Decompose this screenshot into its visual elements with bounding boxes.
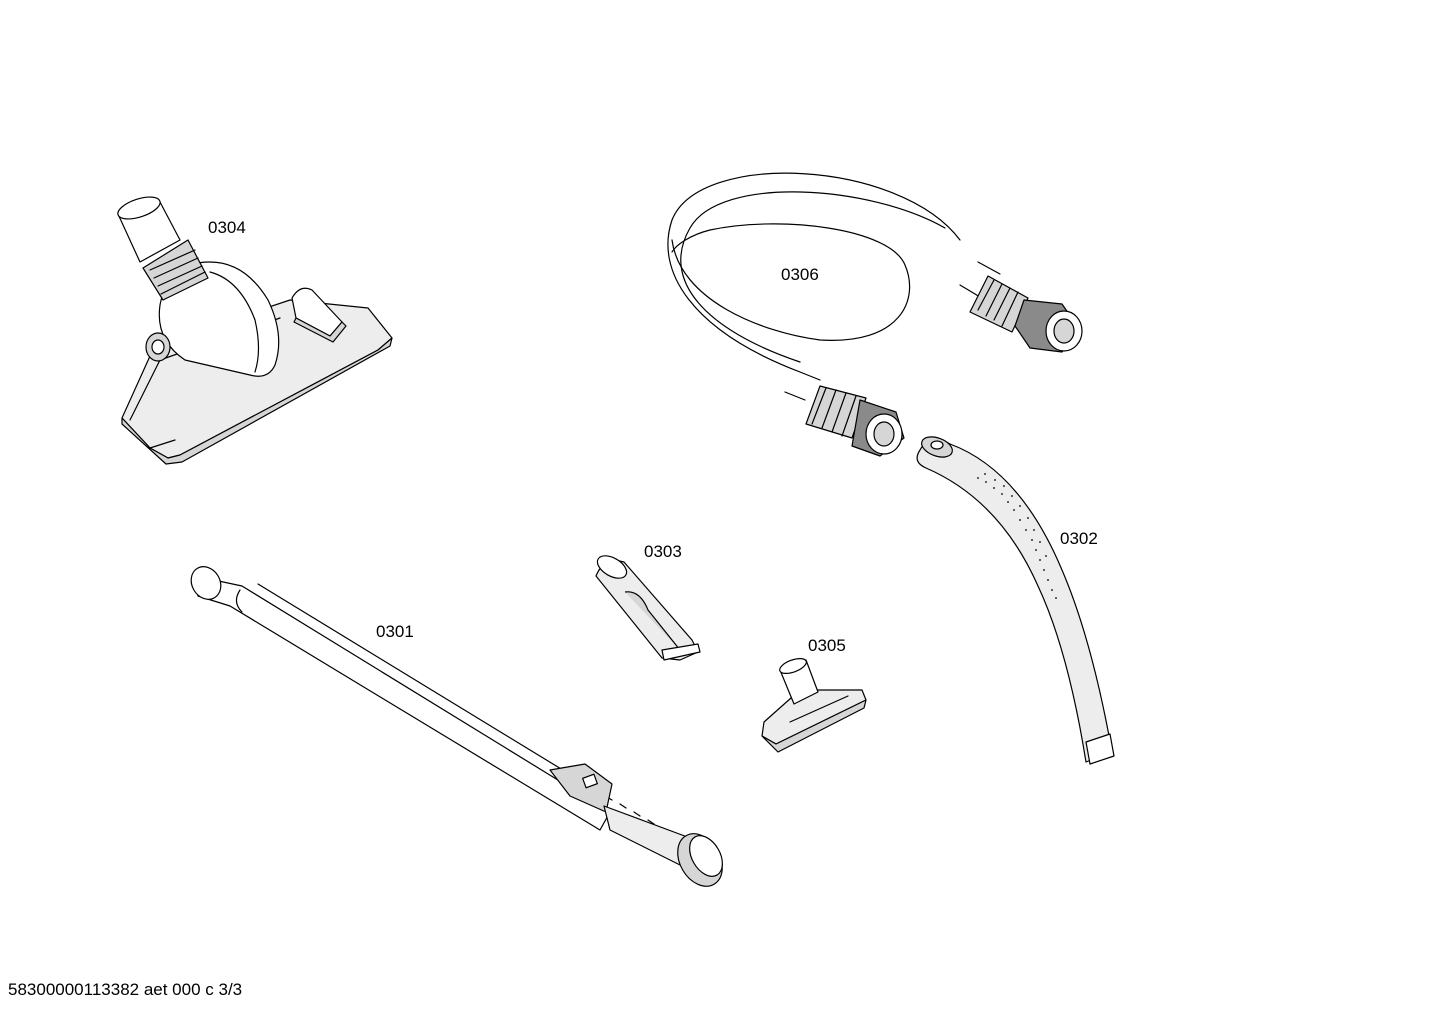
part-label-hose: 0306 [781, 265, 819, 284]
telescopic-tube-drawing [190, 566, 723, 887]
part-label-crevice-tool: 0303 [644, 542, 682, 561]
crevice-tool-drawing [595, 555, 701, 661]
upholstery-nozzle-drawing [761, 658, 867, 753]
floor-nozzle-drawing [117, 196, 393, 465]
hose-drawing [667, 172, 1083, 457]
part-label-telescopic-tube: 0301 [376, 622, 414, 641]
drawing-reference-footer: 58300000113382 aet 000 c 3/3 [8, 980, 243, 999]
handle-drawing [916, 436, 1115, 765]
part-label-handle: 0302 [1060, 529, 1098, 548]
part-label-floor-nozzle: 0304 [208, 218, 246, 237]
part-label-upholstery-nozzle: 0305 [808, 636, 846, 655]
